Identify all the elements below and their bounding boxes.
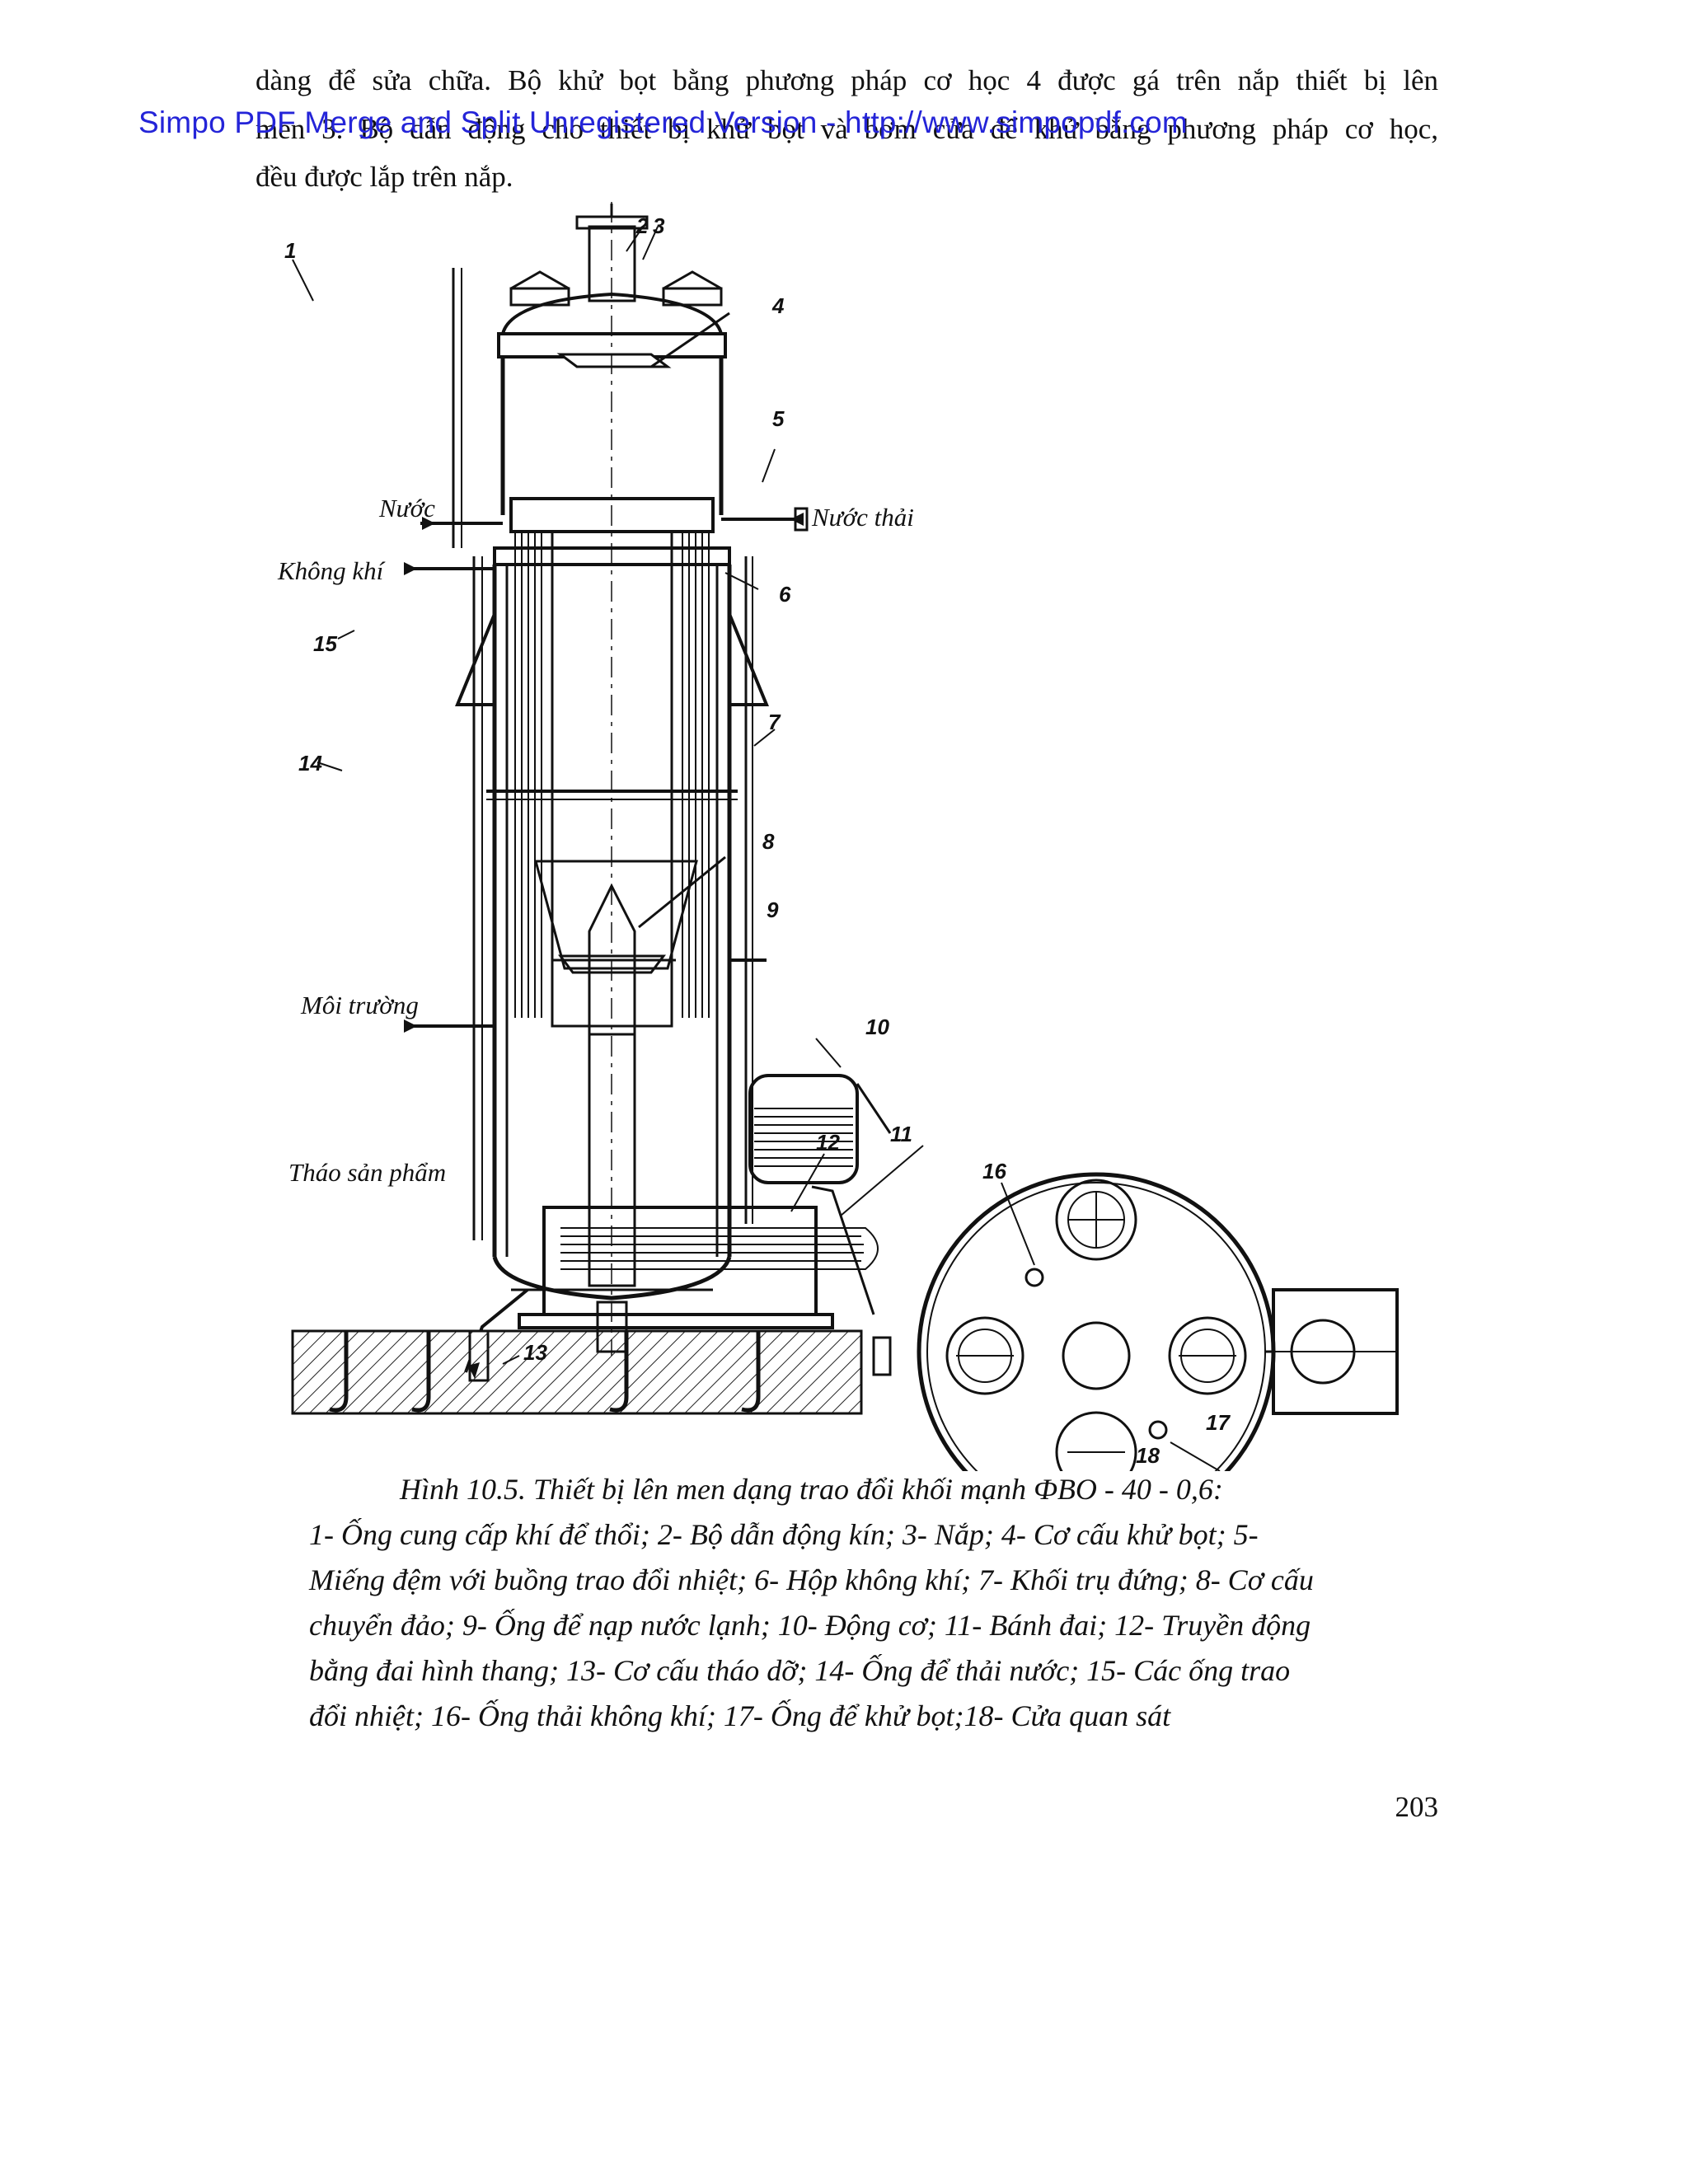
- label-khong-khi: Không khí: [277, 556, 386, 585]
- caption-line-5: bằng đai hình thang; 13- Cơ cấu tháo dỡ;…: [309, 1654, 1291, 1687]
- paragraph-line-2: men 3. Bộ dẫn động cho thiết bị khử bọt …: [256, 113, 1438, 145]
- part-number-12: 12: [816, 1130, 840, 1155]
- part-number-7: 7: [768, 710, 781, 734]
- support-bracket-right: [728, 613, 769, 706]
- viewing-port-3: [945, 1316, 1025, 1395]
- base-plate: [518, 1313, 834, 1329]
- motor: [748, 1074, 859, 1184]
- top-flange-right: [662, 287, 723, 307]
- part-number-8: 8: [762, 829, 775, 854]
- watermark: Simpo PDF Merge and Split Unregistered V…: [138, 105, 1188, 139]
- conical-diffuser: [534, 860, 698, 970]
- viewing-port-2: [1055, 1411, 1137, 1471]
- top-flange-left: [509, 287, 570, 307]
- caption-line-6: đổi nhiệt; 16- Ống thải không khí; 17- Ố…: [309, 1699, 1171, 1732]
- foam-breaker: [556, 353, 672, 368]
- viewing-port-1: [1055, 1179, 1137, 1261]
- part-number-14: 14: [298, 751, 322, 776]
- part-number-13: 13: [523, 1340, 547, 1365]
- fermenter-figure: Nước Nước thải Không khí Môi trường Tháo…: [264, 202, 1467, 1471]
- label-nuoc-thai: Nước thải: [811, 503, 914, 532]
- part-number-6: 6: [779, 582, 791, 607]
- mixer-cone: [588, 883, 636, 1036]
- vessel-bottom: [492, 1256, 732, 1301]
- page-number: 203: [1395, 1791, 1439, 1823]
- heat-exchange-tubes: [514, 532, 710, 1018]
- label-thao-san-pham: Tháo sản phẩm: [288, 1158, 446, 1187]
- caption-line-3: Miếng đệm với buồng trao đổi nhiệt; 6- H…: [309, 1563, 1314, 1596]
- part-number-9: 9: [767, 898, 779, 922]
- top-drive-column: [588, 225, 636, 302]
- lower-shaft: [588, 1033, 636, 1287]
- figure-caption: Hình 10.5. Thiết bị lên men dạng trao đổ…: [309, 1467, 1438, 1739]
- paragraph-line-3: đều được lắp trên nắp.: [256, 161, 513, 193]
- caption-line-2: 1- Ống cung cấp khí để thổi; 2- Bộ dẫn đ…: [309, 1518, 1259, 1551]
- caption-title: Hình 10.5. Thiết bị lên men dạng trao đổ…: [400, 1473, 1223, 1506]
- v-belt: [560, 1227, 879, 1270]
- part-number-1: 1: [284, 238, 296, 263]
- part-number-17: 17: [1206, 1410, 1231, 1435]
- part-number-11: 11: [890, 1122, 912, 1146]
- part-number-3: 3: [653, 213, 665, 238]
- part-number-15: 15: [313, 631, 337, 656]
- part-number-4: 4: [771, 293, 785, 318]
- fermenter-drawing: Nước Nước thải Không khí Môi trường Tháo…: [277, 202, 1399, 1471]
- paragraph-line-1: dàng để sửa chữa. Bộ khử bọt bằng phương…: [256, 64, 1438, 96]
- part-number-18: 18: [1136, 1443, 1160, 1468]
- part-number-10: 10: [865, 1015, 889, 1039]
- part-number-16: 16: [982, 1159, 1006, 1183]
- caption-line-4: chuyển đảo; 9- Ống để nạp nước lạnh; 10-…: [309, 1609, 1311, 1642]
- foundation: [291, 1329, 863, 1415]
- label-moi-truong: Môi trường: [300, 991, 419, 1019]
- viewing-port-4: [1168, 1316, 1247, 1395]
- support-bracket-left: [455, 613, 496, 706]
- label-nuoc: Nước: [378, 494, 435, 523]
- part-number-5: 5: [772, 406, 785, 431]
- top-view-center: [1062, 1321, 1131, 1390]
- part-number-2: 2: [635, 213, 649, 238]
